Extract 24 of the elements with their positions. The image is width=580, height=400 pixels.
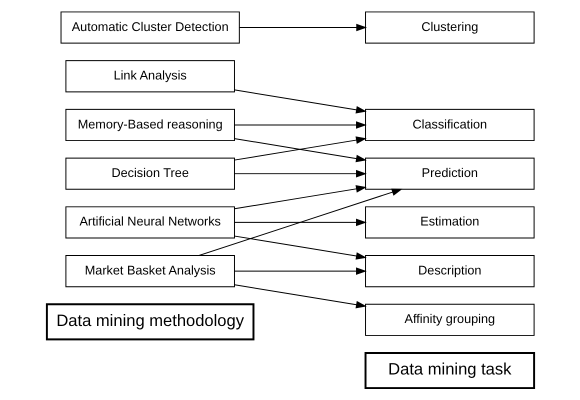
node-box: Automatic Cluster Detection <box>60 11 240 44</box>
node-box: Link Analysis <box>64 60 234 92</box>
arrow <box>234 218 366 226</box>
node-box: Decision Tree <box>64 158 234 190</box>
arrow <box>234 121 366 129</box>
arrow <box>238 24 366 32</box>
arrow <box>234 236 366 260</box>
arrow <box>234 267 366 275</box>
node-box: Artificial Neural Networks <box>64 206 234 238</box>
node-box: Prediction <box>364 158 534 190</box>
node-box: Memory-Based reasoning <box>64 108 234 142</box>
node-box: Estimation <box>364 206 534 238</box>
arrow <box>234 170 366 178</box>
node-box: Clustering <box>364 11 534 44</box>
node-box: Affinity grouping <box>364 304 534 336</box>
node-box: Classification <box>364 108 534 142</box>
node-box: Description <box>364 255 534 288</box>
arrow <box>198 188 402 256</box>
arrow <box>234 185 366 210</box>
arrow <box>234 284 366 308</box>
node-box: Data mining task <box>364 352 535 390</box>
node-box: Market Basket Analysis <box>64 255 234 288</box>
node-box: Data mining methodology <box>45 303 254 340</box>
arrow <box>234 89 366 114</box>
